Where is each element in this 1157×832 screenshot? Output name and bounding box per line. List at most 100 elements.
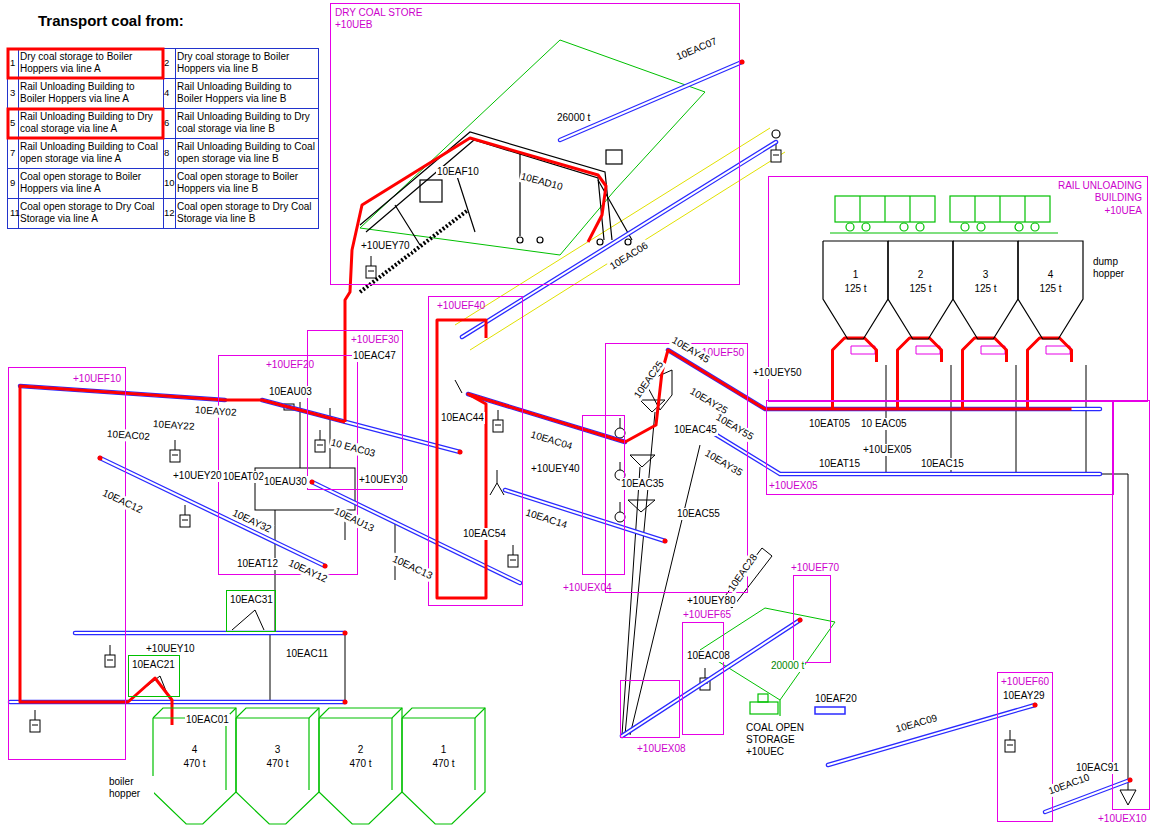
equipment-tag: 10EAT12 [236,558,279,570]
node-label: DRY COAL STORE [335,7,422,19]
conveyor-belt [505,490,665,541]
conveyor-belt [100,458,325,566]
equipment-tag: +10UEY50 [752,367,803,379]
node-label: 125 t [953,283,1018,295]
area-box: +10UEF40 [428,296,523,606]
rail-wagons [830,232,1058,233]
stacker-reclaimer [606,150,622,164]
equipment-tag: 10EAY22 [152,418,196,433]
hopper-outline [823,241,888,339]
conveyor-head [740,60,745,65]
rail-wagons [916,223,924,231]
conveyor-head [98,60,1133,783]
boiler-hopper: 2470 t [319,708,402,826]
bulldozer [750,694,780,716]
conveyor-head [343,631,348,636]
equipment-tag: 10EAC09 [893,712,939,736]
hopper-outline [1018,241,1083,339]
rail-wagons [977,223,985,231]
route-cell: Rail Unloading Building to Coal open sto… [20,141,160,165]
coal-pile-outline [360,40,835,700]
route-number: 5 [10,117,15,129]
route-number: 7 [10,147,15,159]
chute-lines [455,380,462,393]
node-label: +10UEF10 [73,373,121,385]
route-cell: Coal open storage to Dry Coal Storage vi… [177,201,317,225]
chute-lines [255,468,355,510]
node-label: 3 [236,744,319,756]
equipment-tag: 10EAF10 [436,166,480,178]
conveyor-head [1128,778,1133,783]
take-up-weights [30,710,40,732]
hopper-outline [225,718,226,790]
active-route [1028,338,1072,409]
node-label: +10UEB [335,19,373,31]
conveyor-outline [505,490,665,541]
node-label: 3 [953,269,1018,281]
equipment-tag: 10 EAC03 [328,436,377,460]
boiler-hopper: 1470 t [402,708,485,826]
route-number: 2 [164,57,169,69]
conveyor-outline [312,482,520,583]
hopper-outline [153,708,236,824]
chute-lines [134,365,1136,805]
route-table-grid [7,48,319,229]
equipment-tag: 10EAC10 [1046,771,1092,798]
hopper-outline [308,718,309,790]
rail-wagons [830,196,1058,233]
conveyor-belt [75,632,345,634]
route-number: 8 [164,147,169,159]
equipment-tag: 10EAY12 [285,557,330,586]
conveyor-head [310,480,315,485]
node-label: +10UEF60 [1001,676,1049,688]
area-box: +10UEX10 [1112,400,1150,810]
equipment-tag: 10EAY32 [229,507,274,536]
take-up-weights [180,505,190,527]
chute-lines [232,610,264,630]
hopper-outline [391,718,392,790]
equipment-tag: 10EAC08 [686,650,731,662]
route-cell: Rail Unloading Building to Boiler Hopper… [177,81,317,105]
area-box: +10UEF70 [793,575,831,663]
equipment-tag: 10EAC01 [185,714,230,726]
equipment-tag: +10UEY70 [360,240,411,252]
node-label: 470 t [402,758,485,770]
feeder [815,707,845,714]
take-up-weights [105,645,115,667]
equipment-tag: 10EAC45 [673,424,718,436]
tripper-box: 10EAC31 [226,590,276,632]
tripper-box: 10EAC21 [128,655,180,697]
equipment-tag: 10EAC28 [725,551,761,595]
node-label: 10EAC31 [230,594,273,606]
active-route [898,338,942,409]
route-table-grid [7,198,318,199]
stacker-reclaimer [597,239,603,245]
node-label: +10UEF20 [266,359,314,371]
chute-lines [622,412,700,735]
chute-lines [395,520,396,580]
node-label: 4 [153,744,236,756]
equipment-tag: 10EAC25 [631,358,667,402]
conveyor-outline [10,62,1130,812]
route-cell: Dry coal storage to Boiler Hoppers via l… [20,51,160,75]
area-box: +10UEX04 [582,415,625,575]
stacker-reclaimer [360,132,612,240]
conveyor-head [98,456,103,461]
active-route [345,138,606,422]
equipment-tag: 10EAU03 [268,386,313,398]
equipment-tag: 10EAC44 [440,412,485,424]
route-number: 1 [10,57,15,69]
conveyor-belt [312,482,520,583]
equipment-tag: +10UEC [745,746,785,758]
rail-wagons [860,196,1025,222]
node-label: +10UEX04 [563,582,612,594]
conveyor-outline [560,62,742,140]
chute-lines [490,470,504,495]
equipment-tag: +10UEY10 [145,643,196,655]
node-label: +10UEF70 [791,562,839,574]
route-cell: Rail Unloading Building to Coal open sto… [177,141,317,165]
equipment-tag: +10UEY80 [686,595,737,607]
hopper-outline [474,718,475,790]
